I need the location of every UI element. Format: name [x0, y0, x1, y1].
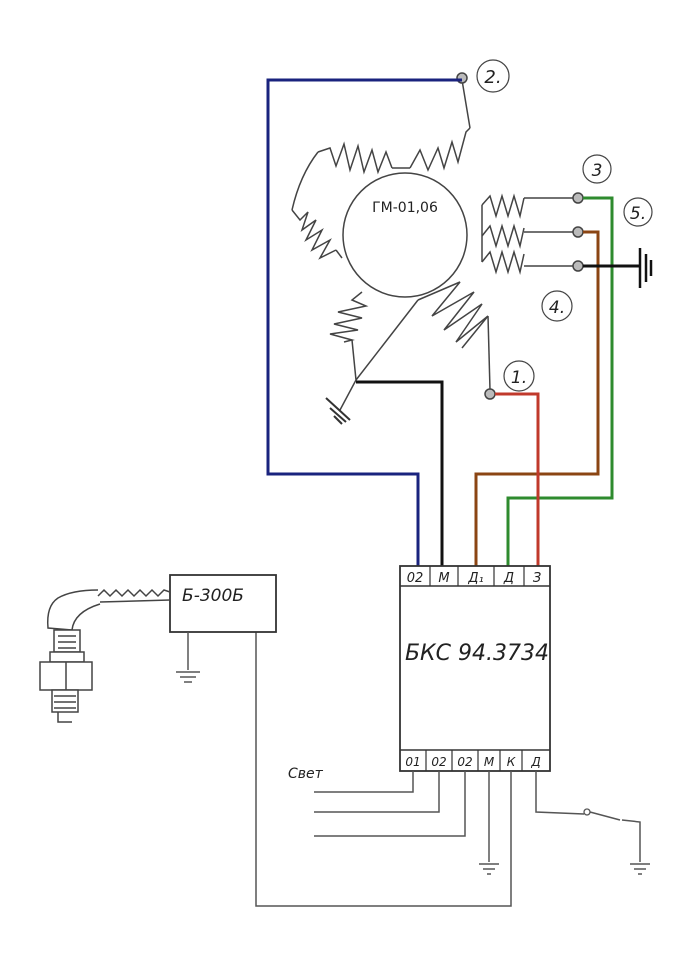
- coil-right-2: [481, 223, 525, 249]
- light-label: Свет: [288, 766, 324, 782]
- svg-text:1.: 1.: [511, 368, 527, 388]
- coil-link-arc: [291, 151, 319, 211]
- wire-blue: [266, 78, 462, 566]
- bottom-pin-01: 01: [405, 755, 420, 769]
- top-pin-d1: Д₁: [467, 571, 483, 586]
- wire-red: [495, 392, 540, 566]
- svg-text:3: 3: [592, 161, 603, 181]
- bottom-pin-02a: 02: [431, 755, 446, 769]
- terminal-4-upper: [572, 226, 584, 238]
- bottom-pin-k: К: [507, 755, 516, 769]
- svg-text:5.: 5.: [630, 204, 646, 224]
- terminal-4: [572, 260, 584, 272]
- coil-body: [169, 574, 277, 633]
- coil-right-3: [481, 249, 525, 275]
- number-badge-3: 3: [582, 154, 612, 184]
- number-badge-2: 2.: [476, 59, 510, 93]
- generator-ground-icon: [325, 397, 351, 425]
- ground-switch-icon: [630, 863, 650, 875]
- wire-light-2: [314, 771, 440, 813]
- spark-plug-icon: [39, 588, 171, 723]
- coil-bottom-left: [329, 291, 369, 343]
- number-badge-5: 5.: [623, 197, 653, 227]
- wire-green: [506, 196, 614, 566]
- switch-contact: [583, 808, 591, 816]
- top-pin-z: З: [533, 571, 541, 586]
- top-pins: 02 М Д₁ Д З: [407, 566, 541, 586]
- coil-lead-ground: [339, 299, 419, 411]
- coil-link-left: [335, 249, 343, 259]
- control-unit: БКС 94.3734 02 М Д₁ Д З 01 02 02 М К Д: [399, 565, 551, 772]
- ignition-coil: Б-300Б: [169, 574, 277, 683]
- bottom-pins: 01 02 02 М К Д: [405, 750, 541, 771]
- number-badge-4: 4.: [541, 290, 573, 322]
- bottom-pin-m: М: [484, 755, 495, 769]
- terminal-3: [572, 192, 584, 204]
- wire-k-to-coil: [255, 632, 512, 907]
- coil-top-left: [317, 141, 393, 175]
- coil-bottom-right: [417, 281, 489, 349]
- wire-brown: [474, 230, 600, 566]
- coil-top-right: [409, 127, 471, 172]
- bottom-pin-d: Д: [530, 755, 540, 769]
- svg-text:4.: 4.: [549, 298, 565, 318]
- svg-text:2.: 2.: [484, 67, 501, 88]
- coil-lead-1: [487, 315, 491, 391]
- unit-label: БКС 94.3734: [405, 641, 549, 666]
- terminal-1: [484, 388, 496, 400]
- wire-light-1: [314, 771, 414, 793]
- wire-light-3: [314, 771, 466, 837]
- ground-m-icon: [479, 863, 499, 875]
- bottom-pin-02b: 02: [457, 755, 472, 769]
- generator: ГМ-01,06: [291, 59, 653, 425]
- coil-label: Б-300Б: [182, 586, 244, 606]
- switch-to-ground: [621, 819, 641, 862]
- coil-ground-icon: [176, 671, 200, 683]
- number-badge-1: 1.: [503, 360, 535, 392]
- top-pin-02: 02: [407, 571, 424, 586]
- chassis-ground-5-icon: [638, 248, 653, 288]
- wire-black: [356, 380, 444, 566]
- wire-d-to-switch: [535, 771, 585, 815]
- coil-left: [291, 209, 337, 260]
- coil-right-1: [481, 193, 525, 219]
- stator-ring: [342, 172, 468, 298]
- coil-lead-2: [461, 79, 471, 129]
- generator-label: ГМ-01,06: [372, 200, 438, 216]
- top-pin-m: М: [438, 571, 449, 586]
- switch-blade: [589, 811, 621, 821]
- unit-body: [399, 565, 551, 772]
- top-pin-d: Д: [503, 571, 514, 586]
